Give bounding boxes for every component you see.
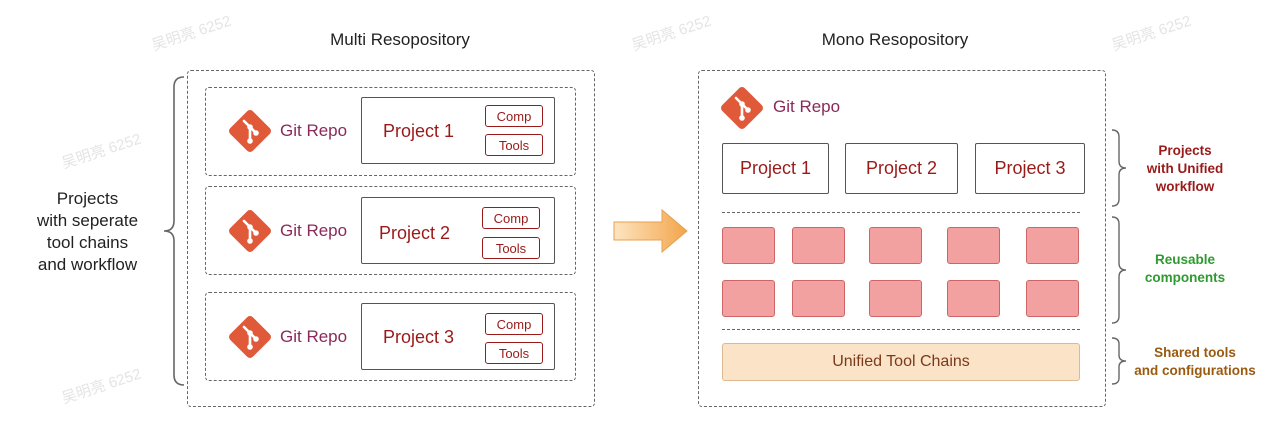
git-icon [229, 110, 271, 152]
mono-repo-title: Mono Resopository [821, 30, 969, 49]
description-line: Projects [56, 189, 119, 208]
repo-box-3 [205, 292, 576, 381]
section-divider [722, 212, 1080, 213]
mono-project-box-1 [722, 143, 829, 194]
git-icon [229, 210, 271, 252]
component-block [1026, 280, 1079, 317]
label-line: Projects [1158, 143, 1212, 158]
component-block [722, 280, 775, 317]
watermark: 吴明亮 6252 [59, 130, 144, 173]
left-brace [163, 76, 185, 386]
label-line: with Unified [1146, 161, 1224, 176]
transition-arrow-icon [613, 208, 688, 254]
tools-box: Tools [482, 237, 540, 259]
multi-repo-title: Multi Resopository [330, 30, 470, 49]
section-divider [722, 329, 1080, 330]
git-icon [721, 87, 763, 129]
component-block [792, 227, 845, 264]
tools-box: Tools [485, 342, 543, 364]
label-line: workflow [1155, 179, 1215, 194]
git-repo-label: Git Repo [773, 97, 841, 116]
label-shared-tools: Shared tools and configurations [1120, 344, 1270, 380]
label-reusable-components: Reusable components [1125, 251, 1245, 287]
right-brace-shared [1111, 337, 1127, 385]
comp-box: Comp [482, 207, 540, 229]
label-projects-unified: Projects with Unified workflow [1125, 142, 1245, 196]
description-line: with seperate [36, 211, 139, 230]
repo-box-2 [205, 186, 576, 275]
project-label: Project 1 [383, 121, 455, 141]
component-block [869, 280, 922, 317]
right-brace-reusable [1111, 216, 1127, 324]
component-block [1026, 227, 1079, 264]
mono-repo-container [698, 70, 1106, 407]
component-block [947, 280, 1000, 317]
watermark: 吴明亮 6252 [149, 12, 234, 55]
component-block [792, 280, 845, 317]
multi-repo-description: Projects with seperate tool chains and w… [20, 188, 155, 276]
label-line: Shared tools [1154, 345, 1236, 360]
description-line: and workflow [37, 255, 138, 274]
component-block [947, 227, 1000, 264]
mono-project-box-2 [845, 143, 958, 194]
label-line: components [1144, 270, 1226, 285]
component-block [869, 227, 922, 264]
project-label: Project 2 [865, 158, 938, 178]
project-label: Project 1 [739, 158, 812, 178]
repo-box-1 [205, 87, 576, 176]
multi-repo-container [187, 70, 595, 407]
tools-box: Tools [485, 134, 543, 156]
git-icon [229, 316, 271, 358]
project-label: Project 3 [994, 158, 1066, 178]
comp-box: Comp [485, 313, 543, 335]
git-repo-label: Git Repo [280, 327, 348, 346]
project-label: Project 2 [379, 223, 451, 243]
component-block [722, 227, 775, 264]
description-line: tool chains [46, 233, 129, 252]
watermark: 吴明亮 6252 [1109, 12, 1194, 55]
project-label: Project 3 [383, 327, 455, 347]
watermark: 吴明亮 6252 [59, 365, 144, 408]
comp-box: Comp [485, 105, 543, 127]
right-brace-projects [1111, 129, 1127, 207]
git-repo-label: Git Repo [280, 121, 348, 140]
label-line: Reusable [1154, 252, 1216, 267]
unified-tool-chains: Unified Tool Chains [722, 343, 1080, 381]
mono-project-box-3 [975, 143, 1085, 194]
git-repo-label: Git Repo [280, 221, 348, 240]
watermark: 吴明亮 6252 [629, 12, 714, 55]
label-line: and configurations [1134, 363, 1256, 378]
